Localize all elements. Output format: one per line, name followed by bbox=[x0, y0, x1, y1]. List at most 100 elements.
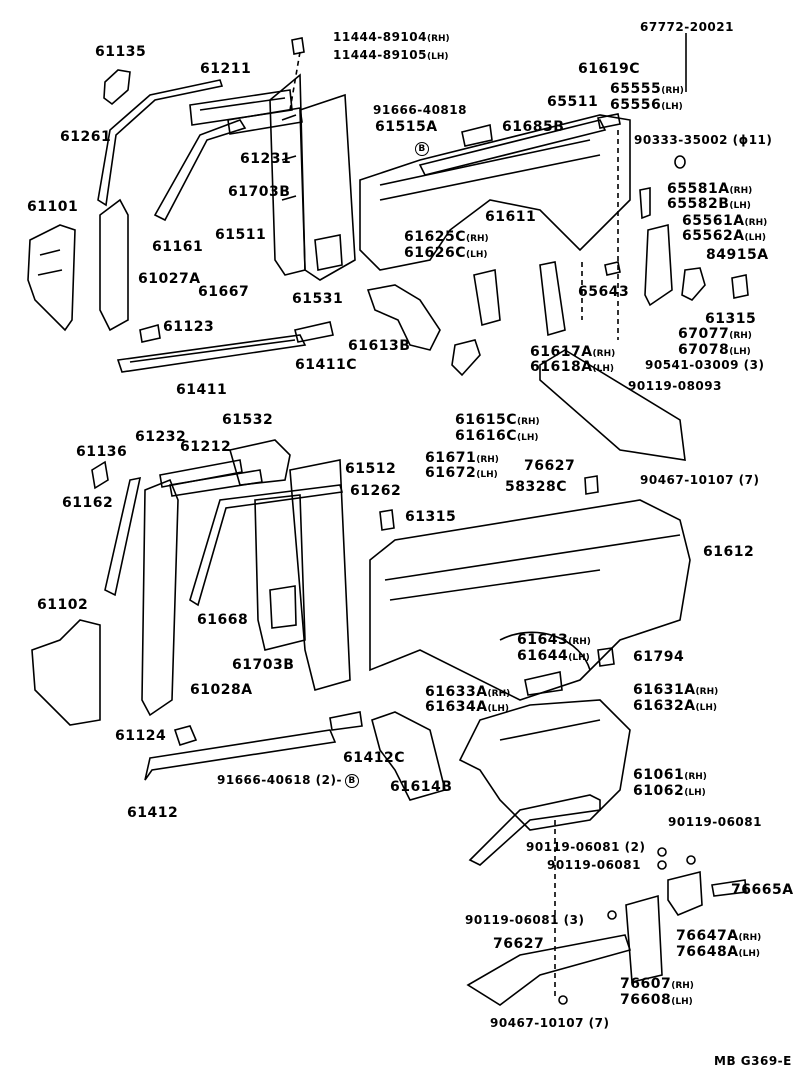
side-suffix: (LH) bbox=[684, 788, 706, 798]
part-61613B bbox=[366, 284, 441, 351]
part-label: 90119-06081 (3) bbox=[465, 913, 585, 927]
part-label: 90467-10107 (7) bbox=[490, 1016, 610, 1030]
part-label: 61231 bbox=[240, 151, 292, 167]
part-label: 61512 bbox=[345, 461, 397, 477]
part-number: 65562A bbox=[682, 228, 745, 244]
part-65561A bbox=[644, 223, 673, 307]
part-label: 58328C bbox=[505, 479, 567, 495]
part-number: 61061 bbox=[633, 767, 685, 783]
part-label: 61703B bbox=[232, 657, 295, 673]
part-label: 76647A(RH) bbox=[676, 929, 761, 946]
side-suffix: (RH) bbox=[661, 86, 684, 96]
part-61619C bbox=[597, 113, 621, 129]
part-label: 90119-06081 (2) bbox=[526, 840, 646, 854]
part-number: 65561A bbox=[682, 213, 745, 229]
part-label: 61615C(RH) bbox=[455, 413, 540, 430]
part-number: 65556 bbox=[610, 97, 662, 113]
part-label: 61794 bbox=[633, 649, 685, 665]
part-number: 61671 bbox=[425, 450, 477, 466]
part-label: 61644(LH) bbox=[517, 649, 590, 666]
side-suffix: (LH) bbox=[744, 233, 767, 243]
part-label: 61212 bbox=[180, 439, 232, 455]
diagram-id: MB G369-E bbox=[714, 1054, 792, 1068]
part-61614B bbox=[371, 711, 446, 801]
part-number: 76608 bbox=[620, 992, 672, 1008]
part-label: 76627 bbox=[493, 936, 545, 952]
part-61262 bbox=[189, 484, 344, 607]
part-label: 61027A bbox=[138, 271, 201, 287]
part-label: 61532 bbox=[222, 412, 274, 428]
part-61617A bbox=[539, 261, 566, 337]
side-suffix: (RH) bbox=[695, 687, 719, 697]
part-label: 61613B bbox=[348, 338, 411, 354]
wheel-arch bbox=[499, 631, 591, 671]
part-61532-pillar bbox=[228, 439, 291, 486]
part-number: 61631A bbox=[633, 682, 696, 698]
part-label: 61633A(RH) bbox=[425, 685, 510, 702]
part-number: 65581A bbox=[667, 181, 730, 197]
part-label: 61062(LH) bbox=[633, 784, 706, 801]
side-suffix: (LH) bbox=[487, 704, 510, 714]
part-number: 61632A bbox=[633, 698, 696, 714]
part-61531 bbox=[299, 93, 356, 281]
part-label: 76627 bbox=[524, 458, 576, 474]
part-label: 61614B bbox=[390, 779, 453, 795]
part-number: 61625C bbox=[404, 229, 466, 245]
side-suffix: (RH) bbox=[476, 455, 499, 465]
part-label: 91666-40618 (2)- bbox=[217, 773, 342, 787]
part-label: 61211 bbox=[200, 61, 252, 77]
part-number: 65555 bbox=[610, 81, 662, 97]
part-label: 76648A(LH) bbox=[676, 945, 760, 962]
part-label: 76665A bbox=[731, 882, 794, 898]
part-label: 61616C(LH) bbox=[455, 429, 538, 446]
part-label: 65511 bbox=[547, 94, 599, 110]
part-61512 bbox=[289, 459, 351, 691]
part-label: 61123 bbox=[163, 319, 215, 335]
side-suffix: (RH) bbox=[516, 417, 540, 427]
part-number: 11444-89105 bbox=[333, 48, 427, 62]
part-label: 61643(RH) bbox=[517, 633, 591, 650]
part-label: 90467-10107 (7) bbox=[640, 473, 760, 487]
side-suffix: (RH) bbox=[729, 186, 753, 196]
part-label: 90541-03009 (3) bbox=[645, 358, 765, 372]
side-suffix: (LH) bbox=[516, 433, 539, 443]
side-suffix: (LH) bbox=[671, 997, 693, 1007]
part-label: 61618A(LH) bbox=[530, 360, 614, 377]
part-61612-bedside bbox=[369, 499, 691, 701]
part-61136 bbox=[91, 460, 109, 490]
part-61615C bbox=[473, 269, 501, 327]
part-61611-inner-panel bbox=[359, 114, 631, 271]
ref-b-circle: B bbox=[415, 142, 429, 156]
part-label: 61315 bbox=[705, 311, 757, 327]
part-number: 76607 bbox=[620, 976, 672, 992]
part-65581A bbox=[639, 187, 651, 220]
part-label: 61162 bbox=[62, 495, 114, 511]
part-90333-35002 bbox=[674, 155, 686, 169]
part-67077 bbox=[681, 267, 706, 301]
part-65511 bbox=[418, 119, 607, 176]
side-suffix: (RH) bbox=[729, 331, 752, 341]
part-number: 61644 bbox=[517, 648, 569, 664]
part-label: 61161 bbox=[152, 239, 204, 255]
part-label: 61703B bbox=[228, 184, 291, 200]
part-number: 61633A bbox=[425, 684, 488, 700]
ref-b-circle: B bbox=[345, 774, 359, 788]
part-label: 61232 bbox=[135, 429, 187, 445]
part-61631A-wheelhouse bbox=[458, 699, 631, 831]
part-number: 65582B bbox=[667, 196, 730, 212]
part-76647A bbox=[667, 870, 703, 916]
part-61124 bbox=[173, 725, 198, 746]
part-label: 61136 bbox=[76, 444, 128, 460]
ref-b-marker: B bbox=[345, 772, 359, 788]
side-suffix: (RH) bbox=[738, 933, 762, 943]
part-label: 67078(LH) bbox=[678, 343, 751, 360]
part-61212 bbox=[169, 469, 263, 497]
part-label: 61672(LH) bbox=[425, 466, 498, 483]
part-61101 bbox=[27, 224, 76, 332]
part-number: 61672 bbox=[425, 465, 477, 481]
part-label: 90119-06081 bbox=[547, 858, 641, 872]
part-label: 91666-40818 bbox=[373, 103, 467, 117]
part-61315-top bbox=[731, 274, 749, 299]
part-label: 61261 bbox=[60, 129, 112, 145]
